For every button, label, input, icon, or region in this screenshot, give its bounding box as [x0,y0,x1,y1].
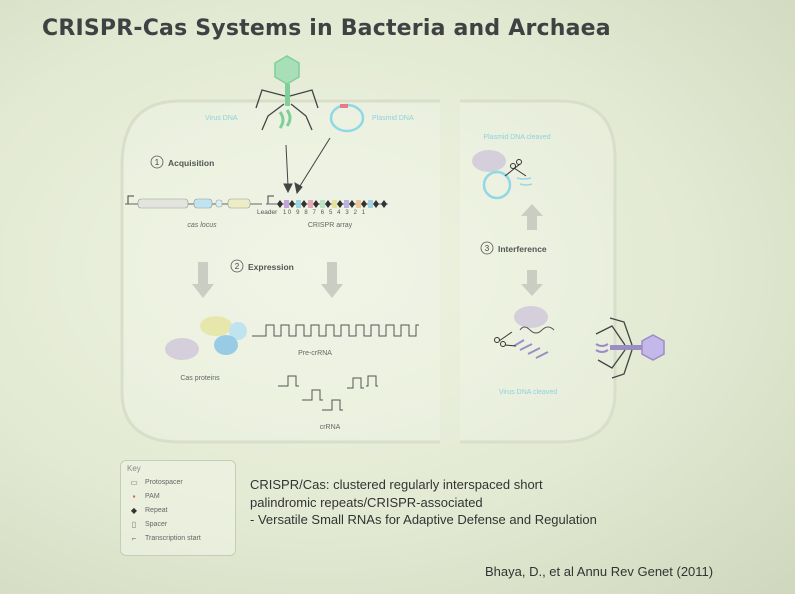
crrna [278,375,378,411]
cas-locus-label: cas locus [187,222,217,229]
definition-line: CRISPR/Cas: clustered regularly interspa… [250,477,543,492]
definition-line: palindromic repeats/CRISPR-associated [250,494,483,510]
svg-text:3: 3 [485,244,490,253]
cell-outline [120,99,617,444]
crispr-array-label: CRISPR array [308,222,353,229]
transcription-start-icon: ⌐ [131,533,137,543]
definition-line: - Versatile Small RNAs for Adaptive Defe… [250,512,597,527]
protospacer-icon: ▭ [130,477,138,487]
virus-cleaved-icon [513,306,555,359]
key-item-label: Repeat [145,506,168,514]
cas-locus [125,195,262,209]
phage-icon [595,317,665,379]
key-legend: Key ▭ Protospacer ▪ PAM ◆ Repeat ▯ Space… [120,460,236,556]
plasmid-cleaved-label: Plasmid DNA cleaved [483,134,550,141]
pre-crrna-label: Pre-crRNA [298,350,332,357]
acquisition-arrows [283,137,331,195]
key-item: ▯ Spacer [127,517,229,531]
citation: Bhaya, D., et al Annu Rev Genet (2011) [485,564,714,579]
step-interference-number: 3 [480,241,494,255]
key-title: Key [127,464,141,473]
key-item-label: Transcription start [145,534,201,542]
key-item-label: PAM [145,492,160,500]
phage-icon [255,55,319,131]
key-item: ▪ PAM [127,489,229,503]
plasmid-icon [329,103,365,133]
scissors-icon [494,331,517,347]
cas-proteins-label: Cas proteins [180,375,220,382]
array-numbers: 10 9 8 7 6 5 4 3 2 1 [283,210,367,216]
interference-up-arrow [521,204,543,230]
step-acquisition-label: Acquisition [168,158,214,168]
pre-crrna [252,324,419,337]
plasmid-dna-label: Plasmid DNA [372,115,414,122]
key-item-label: Spacer [145,520,168,528]
key-item: ◆ Repeat [127,503,229,517]
key-item: ⌐ Transcription start [127,531,229,545]
crispr-array [266,195,388,208]
slide-title: CRISPR-Cas Systems in Bacteria and Archa… [42,16,611,41]
crrna-label: crRNA [320,424,341,431]
definition-text: CRISPR/Cas: clustered regularly interspa… [250,476,710,529]
step-expression-label: Expression [248,262,294,272]
key-item: ▭ Protospacer [127,475,229,489]
step-acquisition-number: 1 [150,155,164,169]
expression-arrows [192,262,343,298]
cas-proteins [165,316,247,360]
spacer-icon: ▯ [131,519,137,529]
step-expression-number: 2 [230,259,244,273]
interference-down-arrow [521,270,543,296]
scissors-icon [504,159,527,177]
virus-dna-label: Virus DNA [205,115,238,122]
svg-text:1: 1 [155,158,160,167]
svg-text:2: 2 [235,262,240,271]
virus-cleaved-label: Virus DNA cleaved [499,389,557,396]
key-item-label: Protospacer [145,478,183,486]
leader-label: Leader [257,209,278,216]
step-interference-label: Interference [498,244,547,254]
pam-icon: ▪ [132,491,136,501]
plasmid-cleaved-icon [472,150,533,200]
repeat-icon: ◆ [130,505,138,515]
